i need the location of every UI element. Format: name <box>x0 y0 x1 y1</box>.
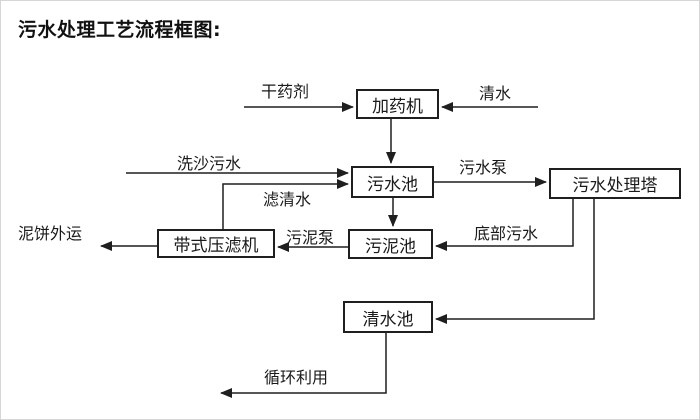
arrow-bottom-sewage-tower-to-sludge-pool <box>435 199 574 251</box>
node-sludge-pool: 污泥池 <box>348 229 433 259</box>
flow-label-bottom-sewage: 底部污水 <box>474 224 539 243</box>
node-dosing-machine: 加药机 <box>356 89 439 119</box>
flow-label-mud-cake-out: 泥饼外运 <box>18 224 83 243</box>
flow-label-filtered-water: 滤清水 <box>263 190 312 209</box>
flow-label-clean-water: 清水 <box>479 84 512 103</box>
flow-label-sand-washing-sewage: 洗沙污水 <box>177 154 242 173</box>
page-title: 污水处理工艺流程框图: <box>18 19 222 41</box>
arrow-tower-to-clean-water-pool <box>435 199 595 324</box>
flow-label-sludge-pump: 污泥泵 <box>286 228 335 247</box>
node-clean-water-pool: 清水池 <box>343 301 433 333</box>
node-sewage-pool: 污水池 <box>351 166 434 198</box>
node-treatment-tower: 污水处理塔 <box>549 168 681 199</box>
flow-label-recycle-use: 循环利用 <box>264 368 329 387</box>
arrow-clean-water-pool-to-recycle-use <box>220 333 387 398</box>
flow-label-dry-agent: 干药剂 <box>261 82 310 101</box>
node-belt-filter-press: 带式压滤机 <box>157 229 275 258</box>
flow-label-sewage-pump: 污水泵 <box>459 158 508 177</box>
arrow-filtered-water-beltpress-to-sewage-pool <box>222 179 349 229</box>
